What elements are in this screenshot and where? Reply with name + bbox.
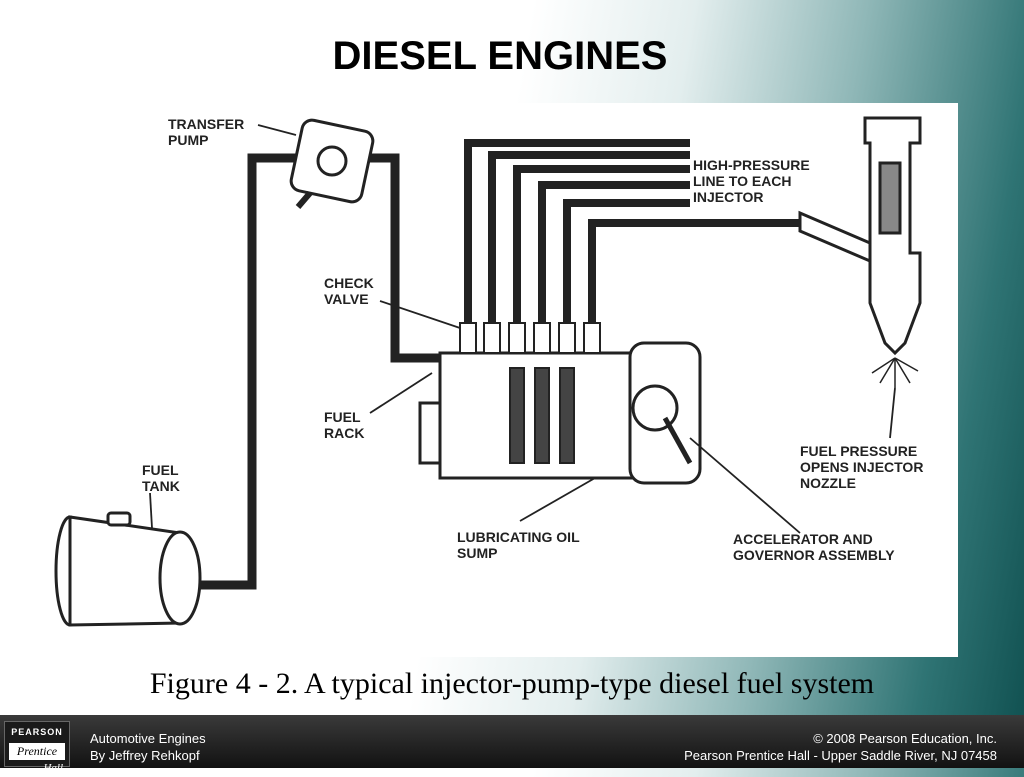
label-high-pressure-line: HIGH-PRESSURE LINE TO EACH INJECTOR: [693, 157, 810, 205]
label-leaders: [149, 124, 896, 534]
slide-footer: PEARSON Prentice Hall Automotive Engines…: [0, 715, 1024, 774]
footer-left: Automotive Engines By Jeffrey Rehkopf: [90, 730, 206, 764]
fuel-system-diagram: TRANSFER PUMP HIGH-PRESSURE LINE TO EACH…: [40, 103, 958, 657]
transfer-to-injection-pump-line: [370, 153, 470, 363]
figure-caption: Figure 4 - 2. A typical injector-pump-ty…: [149, 667, 875, 700]
fuel-tank-drawing: [54, 511, 202, 627]
diagram-drawing: [54, 116, 922, 627]
logo-line-1: PEARSON: [11, 727, 63, 737]
slide-title: DIESEL ENGINES: [332, 34, 668, 78]
label-fuel-rack: FUEL RACK: [324, 409, 365, 441]
footer-book-title: Automotive Engines: [90, 731, 206, 746]
high-pressure-lines: [464, 139, 800, 328]
label-transfer-pump: TRANSFER PUMP: [168, 116, 245, 148]
logo-line-3: Hall: [43, 762, 63, 774]
label-check-valve: CHECK VALVE: [324, 275, 374, 307]
footer-right: © 2008 Pearson Education, Inc. Pearson P…: [684, 730, 997, 764]
footer-copyright: © 2008 Pearson Education, Inc.: [813, 731, 997, 746]
transfer-pump-drawing: [289, 118, 375, 209]
label-lubricating-oil-sump: LUBRICATING OIL SUMP: [457, 529, 580, 561]
label-fuel-tank: FUEL TANK: [142, 462, 180, 494]
label-accelerator-governor: ACCELERATOR AND GOVERNOR ASSEMBLY: [733, 531, 895, 563]
label-fuel-pressure: FUEL PRESSURE OPENS INJECTOR NOZZLE: [800, 443, 924, 491]
injection-pump-drawing: [418, 341, 702, 485]
footer-author: By Jeffrey Rehkopf: [90, 748, 200, 763]
injector-drawing: [798, 116, 922, 356]
pump-plungers: [509, 367, 575, 464]
footer-publisher: Pearson Prentice Hall - Upper Saddle Riv…: [684, 748, 997, 763]
fuel-supply-line: [200, 153, 300, 590]
spray-pattern: [871, 357, 919, 388]
pearson-logo: PEARSON Prentice Hall: [4, 721, 70, 774]
delivery-valves: [459, 322, 601, 354]
logo-line-2: Prentice: [9, 743, 65, 760]
